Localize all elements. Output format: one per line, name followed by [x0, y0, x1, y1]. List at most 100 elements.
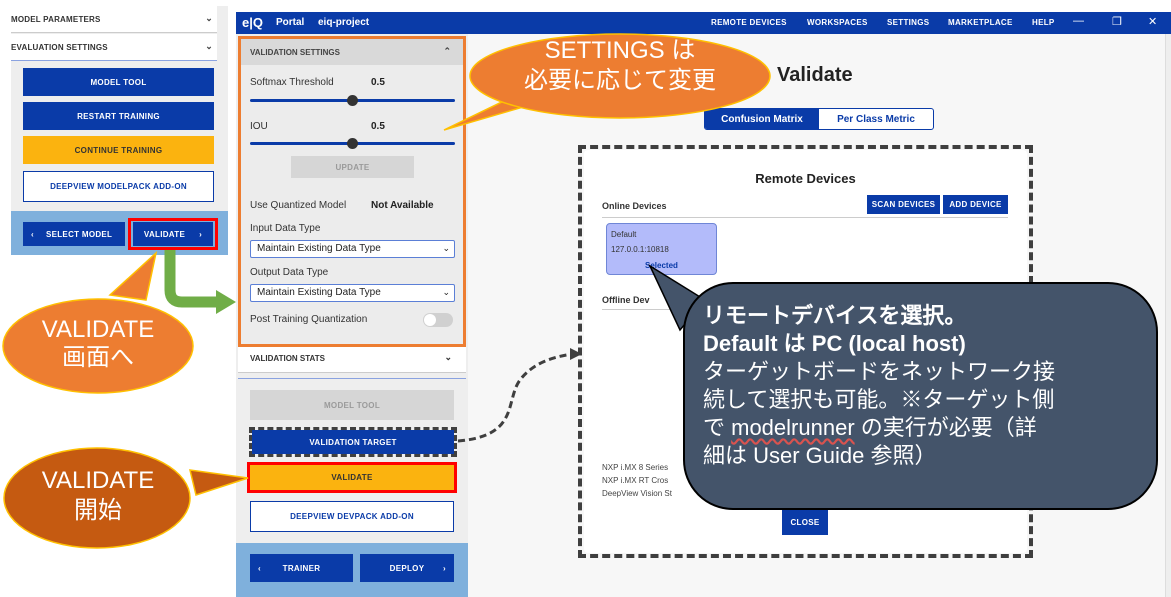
modelpack-addon-button[interactable]: DEEPVIEW MODELPACK ADD-ON: [23, 171, 214, 202]
app-title-bar: e|Q Portal eiq-project REMOTE DEVICES WO…: [236, 12, 1171, 34]
tab-per-class-metric[interactable]: Per Class Metric: [837, 113, 915, 125]
device-status: Selected: [645, 261, 678, 270]
device-type-list: NXP i.MX 8 Series NXP i.MX RT Cros DeepV…: [602, 461, 672, 500]
divider: [238, 378, 466, 379]
output-type-label: Output Data Type: [250, 267, 329, 278]
accordion-label: EVALUATION SETTINGS: [11, 43, 108, 52]
callout-line: Default は PC (local host): [703, 331, 966, 356]
tab-confusion-matrix[interactable]: Confusion Matrix: [705, 109, 819, 129]
add-device-button[interactable]: ADD DEVICE: [943, 195, 1008, 214]
scan-devices-button[interactable]: SCAN DEVICES: [867, 195, 940, 214]
scrollbar[interactable]: [1165, 34, 1171, 597]
validation-stats-accordion[interactable]: VALIDATION STATS ⌄: [238, 347, 466, 373]
project-name: eiq-project: [318, 17, 370, 28]
softmax-slider-thumb[interactable]: [347, 95, 358, 106]
start-validate-callout-text: VALIDATE 開始: [18, 466, 178, 526]
validation-target-button[interactable]: VALIDATION TARGET: [252, 430, 454, 454]
device-callout-text: リモートデバイスを選択。 Default は PC (local host) タ…: [703, 302, 1055, 470]
nav-settings[interactable]: SETTINGS: [887, 18, 930, 27]
close-button[interactable]: CLOSE: [782, 510, 828, 535]
online-devices-title: Online Devices: [602, 201, 667, 211]
trainer-button[interactable]: ‹ TRAINER: [250, 554, 353, 582]
restore-icon[interactable]: ❐: [1112, 16, 1122, 28]
callout-line: VALIDATE: [41, 467, 155, 494]
update-button[interactable]: UPDATE: [291, 156, 414, 178]
chevron-down-icon: ⌄: [205, 41, 213, 51]
chevron-right-icon: ›: [199, 229, 203, 239]
select-model-label: SELECT MODEL: [45, 229, 113, 239]
device-type-item: NXP i.MX RT Cros: [602, 476, 669, 485]
callout-line: リモートデバイスを選択。: [703, 303, 967, 328]
deploy-button[interactable]: DEPLOY ›: [360, 554, 454, 582]
validation-settings-header[interactable]: VALIDATION SETTINGS ⌃: [241, 39, 463, 65]
callout-fragment: の実行が必要（詳: [854, 415, 1037, 440]
close-window-icon[interactable]: ✕: [1148, 16, 1158, 28]
accordion-evaluation-settings[interactable]: EVALUATION SETTINGS ⌄: [11, 34, 217, 61]
device-address: 127.0.0.1:10818: [611, 245, 669, 254]
validation-stats-title: VALIDATION STATS: [250, 354, 325, 363]
green-arrowhead-icon: [216, 290, 236, 314]
nav-marketplace[interactable]: MARKETPLACE: [948, 18, 1013, 27]
chevron-left-icon: ‹: [31, 229, 34, 239]
eiq-logo: e|Q: [242, 15, 263, 30]
device-type-item: NXP i.MX 8 Series: [602, 463, 669, 472]
devpack-addon-button[interactable]: DEEPVIEW DEVPACK ADD-ON: [250, 501, 454, 532]
validate-nav-label: VALIDATE: [143, 229, 186, 239]
chevron-down-icon: ⌄: [444, 352, 452, 362]
input-type-value: Maintain Existing Data Type: [257, 243, 381, 254]
trainer-side-panel: MODEL PARAMETERS ⌄ EVALUATION SETTINGS ⌄…: [11, 6, 228, 255]
softmax-value: 0.5: [371, 77, 385, 88]
softmax-label: Softmax Threshold: [250, 77, 334, 88]
model-tool-button[interactable]: MODEL TOOL: [23, 68, 214, 96]
deploy-label: DEPLOY: [389, 563, 425, 573]
callout-line: 必要に応じて変更: [524, 67, 716, 94]
model-tool-button-disabled[interactable]: MODEL TOOL: [250, 390, 454, 420]
restart-training-button[interactable]: RESTART TRAINING: [23, 102, 214, 130]
callout-line: で modelrunner の実行が必要（詳: [703, 414, 1055, 442]
accordion-model-parameters[interactable]: MODEL PARAMETERS ⌄: [11, 6, 217, 33]
callout-line: ターゲットボードをネットワーク接: [703, 359, 1056, 384]
iou-value: 0.5: [371, 121, 385, 132]
device-card-default[interactable]: Default 127.0.0.1:10818 Selected: [606, 223, 717, 275]
dialog-title: Remote Devices: [755, 171, 856, 186]
iou-label: IOU: [250, 121, 268, 132]
ptq-label: Post Training Quantization: [250, 314, 368, 325]
validate-highlight: [247, 462, 457, 493]
nav-help[interactable]: HELP: [1032, 18, 1055, 27]
callout-tail: [108, 250, 158, 301]
validation-settings-panel: VALIDATION SETTINGS ⌃ Softmax Threshold …: [238, 36, 466, 347]
page-title: Validate: [777, 64, 853, 86]
callout-line: VALIDATE: [41, 316, 155, 343]
quantized-label: Use Quantized Model: [250, 200, 347, 211]
chevron-up-icon: ⌃: [443, 46, 451, 56]
select-model-button[interactable]: ‹ SELECT MODEL: [23, 222, 125, 246]
quantized-value: Not Available: [371, 200, 434, 211]
callout-fragment: で: [703, 415, 732, 440]
validate-highlight: [128, 218, 218, 250]
callout-line: 細は User Guide 参照）: [703, 443, 937, 468]
iou-slider-thumb[interactable]: [347, 138, 358, 149]
validate-button[interactable]: VALIDATE: [250, 465, 454, 490]
minimize-icon[interactable]: —: [1073, 15, 1084, 27]
validation-settings-title: VALIDATION SETTINGS: [250, 48, 340, 57]
callout-line: 続して選択も可能。※ターゲット側: [703, 387, 1055, 412]
nav-remote-devices[interactable]: REMOTE DEVICES: [711, 18, 787, 27]
validate-screen-callout-text: VALIDATE 画面へ: [18, 316, 178, 372]
trainer-label: TRAINER: [282, 563, 321, 573]
continue-training-button[interactable]: CONTINUE TRAINING: [23, 136, 214, 164]
ptq-toggle[interactable]: [423, 313, 453, 327]
callout-fragment: modelrunner: [731, 415, 855, 440]
device-type-item: DeepView Vision St: [602, 489, 672, 498]
validate-nav-button[interactable]: VALIDATE ›: [133, 222, 213, 246]
view-tabs: Confusion Matrix Per Class Metric: [704, 108, 934, 130]
offline-devices-title: Offline Dev: [602, 295, 650, 305]
toggle-knob: [424, 314, 436, 326]
callout-line: 画面へ: [62, 344, 134, 371]
portal-label[interactable]: Portal: [276, 17, 305, 28]
output-type-select[interactable]: Maintain Existing Data Type ⌄: [250, 284, 455, 302]
input-type-select[interactable]: Maintain Existing Data Type ⌄: [250, 240, 455, 258]
green-arrow-icon: [164, 250, 218, 308]
nav-workspaces[interactable]: WORKSPACES: [807, 18, 868, 27]
divider: [602, 217, 1008, 218]
chevron-right-icon: ›: [443, 563, 446, 573]
